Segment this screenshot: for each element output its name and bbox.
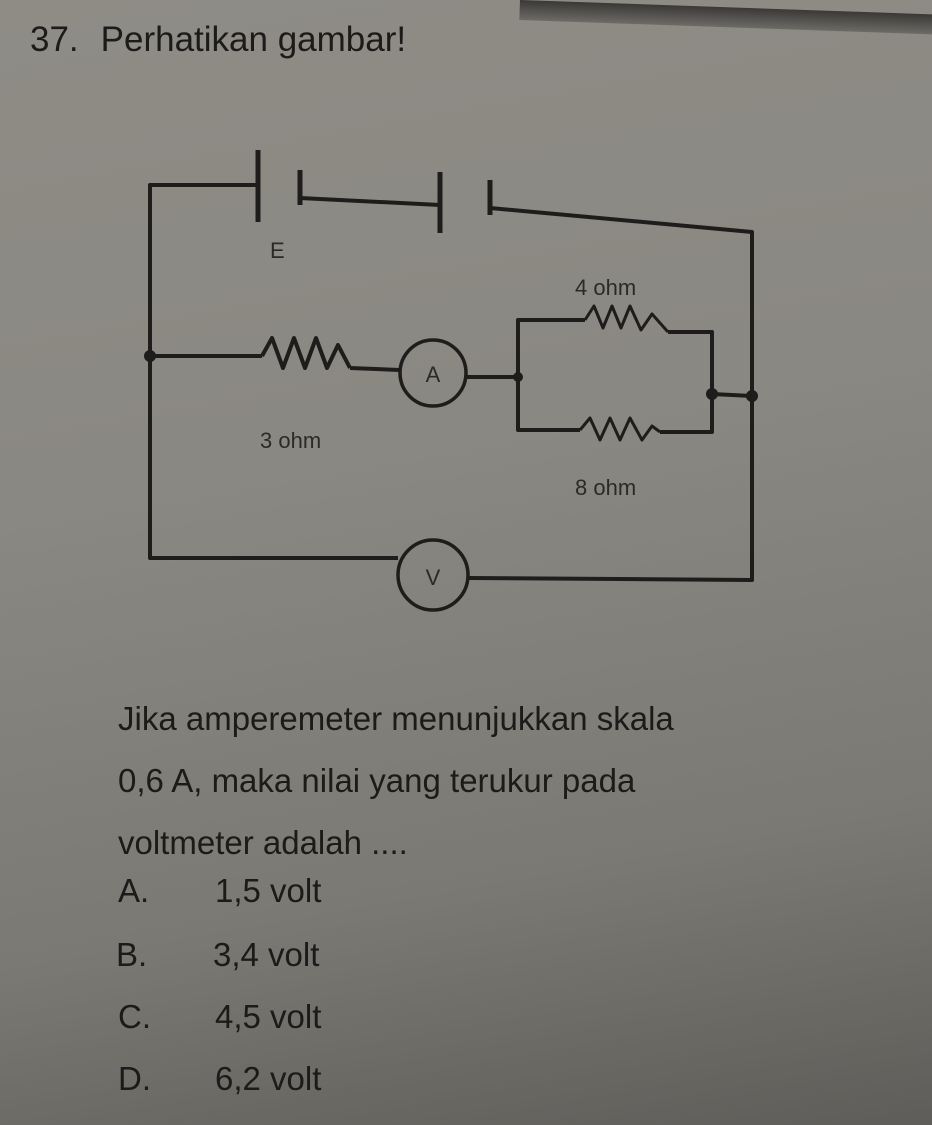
ammeter-icon xyxy=(398,338,468,408)
resistor-8-ohm-label: 8 ohm xyxy=(575,475,636,500)
option-a[interactable]: A. 1,5 volt xyxy=(118,872,321,910)
option-letter: C. xyxy=(118,998,151,1035)
resistor-3-ohm xyxy=(260,336,352,370)
option-value: 3,4 volt xyxy=(213,936,320,973)
resistor-4-ohm xyxy=(583,304,670,333)
circuit-diagram: A V E 4 ohm 3 ohm 8 ohm xyxy=(144,150,758,612)
question-line: Jika amperemeter menunjukkan skala xyxy=(118,700,674,737)
battery-icon xyxy=(255,150,493,233)
option-c[interactable]: C. 4,5 volt xyxy=(118,998,321,1036)
option-letter: A. xyxy=(118,872,150,909)
question-title: Perhatikan gambar! xyxy=(100,20,407,59)
question-text: Jika amperemeter menunjukkan skala 0,6 A… xyxy=(118,688,898,874)
ammeter-symbol: A xyxy=(426,362,441,387)
emf-label: E xyxy=(270,238,285,263)
option-b[interactable]: B. 3,4 volt xyxy=(116,936,319,974)
question-line: voltmeter adalah .... xyxy=(118,824,408,861)
voltmeter-icon xyxy=(396,538,470,612)
option-letter: B. xyxy=(116,936,148,973)
junction-nodes xyxy=(144,350,758,402)
question-line: 0,6 A, maka nilai yang terukur pada xyxy=(118,762,636,799)
option-d[interactable]: D. 6,2 volt xyxy=(118,1060,321,1098)
option-value: 6,2 volt xyxy=(215,1060,322,1097)
question-header: 37. Perhatikan gambar! xyxy=(30,20,406,60)
option-value: 4,5 volt xyxy=(215,998,322,1035)
resistor-4-ohm-label: 4 ohm xyxy=(575,275,636,300)
option-letter: D. xyxy=(118,1060,151,1097)
resistor-8-ohm xyxy=(578,416,661,442)
question-number: 37. xyxy=(30,20,79,59)
circuit-wires xyxy=(148,183,754,582)
resistor-3-ohm-label: 3 ohm xyxy=(260,428,321,453)
option-value: 1,5 volt xyxy=(215,872,322,909)
voltmeter-symbol: V xyxy=(426,565,441,590)
